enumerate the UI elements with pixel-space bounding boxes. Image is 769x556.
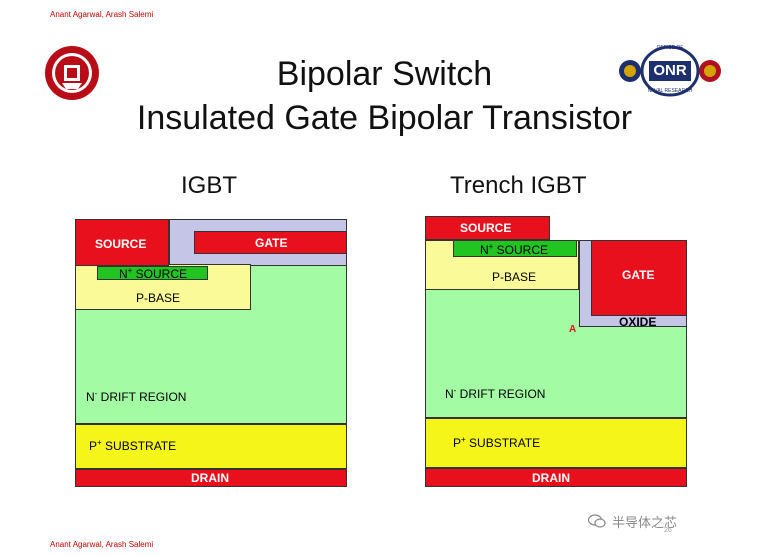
onr-logo: OFFICE OF ONR NAVAL RESEARCH	[616, 45, 724, 97]
slide-title-line1: Bipolar Switch	[276, 55, 493, 93]
university-seal-logo	[45, 46, 99, 100]
igbt-drain-label: DRAIN	[191, 471, 229, 485]
slide-title-line2: Insulated Gate Bipolar Transistor	[136, 99, 633, 137]
trench-heading: Trench IGBT	[450, 172, 587, 199]
trench-point-a-label: A	[569, 324, 577, 335]
onr-text: ONR	[653, 62, 687, 79]
header-authors: Anant Agarwal, Arash Salemi	[50, 10, 154, 19]
trench-source-contact	[425, 216, 550, 240]
trench-p-base-label: P-BASE	[492, 270, 537, 284]
igbt-heading: IGBT	[181, 172, 238, 199]
trench-n-source-label: N+ SOURCE	[480, 242, 549, 257]
page-number: 26	[664, 527, 672, 534]
trench-substrate-label: P+ SUBSTRATE	[453, 435, 541, 450]
trench-diagram: SOURCE N+ SOURCE P-BASE GATE OXIDE A N- …	[425, 216, 687, 487]
onr-ring-top: OFFICE OF	[656, 45, 684, 51]
igbt-diagram: SOURCE GATE N+ SOURCE P-BASE N- DRIFT RE…	[75, 219, 347, 487]
igbt-gate	[194, 231, 347, 254]
igbt-n-source	[97, 266, 208, 280]
igbt-p-base-label: P-BASE	[136, 291, 181, 305]
igbt-source-contact	[75, 219, 169, 266]
watermark: 半导体之芯	[588, 512, 677, 531]
trench-gate	[591, 240, 687, 316]
trench-oxide-label: OXIDE	[619, 315, 657, 329]
watermark-text: 半导体之芯	[612, 515, 678, 530]
trench-drain-label: DRAIN	[532, 471, 570, 485]
trench-drain	[425, 468, 687, 487]
chat-icon	[588, 514, 606, 528]
igbt-drift-label: N- DRIFT REGION	[86, 389, 187, 404]
trench-drift-label: N- DRIFT REGION	[445, 386, 546, 401]
trench-source-label: SOURCE	[460, 221, 512, 235]
onr-ring-bottom: NAVAL RESEARCH	[647, 88, 693, 94]
igbt-source-label: SOURCE	[95, 237, 147, 251]
igbt-n-source-label: N+ SOURCE	[119, 266, 188, 281]
igbt-substrate-label: P+ SUBSTRATE	[89, 438, 177, 453]
igbt-substrate	[75, 424, 347, 469]
igbt-drain	[75, 469, 347, 487]
trench-gate-label: GATE	[622, 268, 655, 282]
trench-n-source	[453, 240, 577, 257]
igbt-gate-label: GATE	[255, 236, 288, 250]
trench-substrate	[425, 418, 687, 468]
footer-authors: Anant Agarwal, Arash Salemi	[50, 540, 154, 549]
